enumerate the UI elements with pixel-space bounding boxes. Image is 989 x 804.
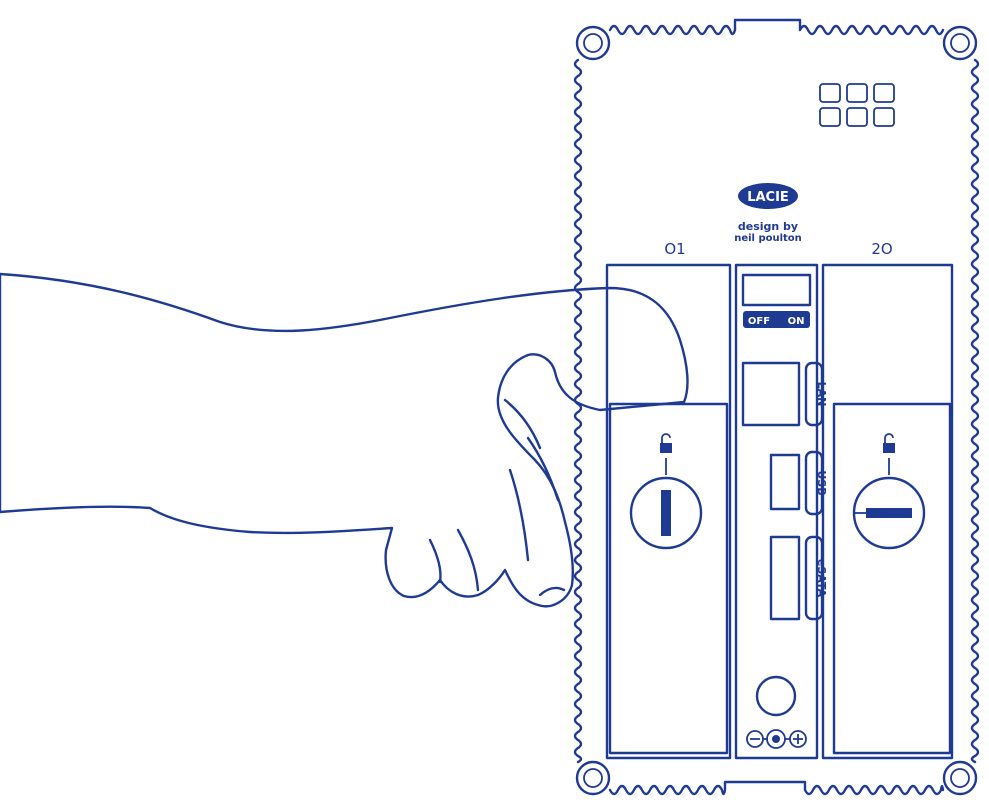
corner-screw-icon	[575, 25, 611, 61]
drive-bay-2[interactable]	[821, 263, 954, 760]
logo-text: LACIE	[747, 190, 789, 205]
esata-label: eSATA	[815, 559, 828, 598]
corner-screw-icon	[575, 760, 611, 796]
dc-jack-icon	[772, 735, 780, 743]
drive-tray-1[interactable]	[608, 402, 729, 755]
lan-port[interactable]: LAN	[741, 361, 828, 427]
switch-on-label: ON	[788, 316, 805, 327]
tagline-line-1: design by	[738, 220, 798, 233]
plus-polarity-icon	[789, 730, 807, 748]
device-enclosure	[573, 18, 980, 796]
corner-screw-icon	[942, 760, 978, 796]
lock-icon	[660, 433, 672, 475]
hand-illustration	[0, 272, 689, 608]
cooling-fins-right	[970, 58, 980, 764]
center-panel: OFF ON LAN USB eSATA	[734, 263, 828, 760]
cooling-fins-left	[573, 58, 583, 764]
dc-power-connector[interactable]	[746, 729, 807, 749]
usb-label: USB	[815, 470, 828, 495]
lock-dial-2[interactable]	[852, 476, 926, 550]
switch-off-label: OFF	[748, 316, 770, 327]
tagline-line-2: neil poulton	[734, 233, 802, 244]
lock-dial-1[interactable]	[629, 476, 703, 550]
lacie-logo: LACIE	[738, 183, 798, 209]
corner-screw-icon	[942, 25, 978, 61]
power-button[interactable]	[755, 675, 797, 717]
cooling-fins-top	[608, 18, 945, 36]
power-switch[interactable]: OFF ON	[741, 273, 812, 328]
bay-1-label: O1	[664, 240, 685, 258]
usb-port[interactable]: USB	[769, 450, 828, 516]
drive-tray-2[interactable]	[832, 402, 952, 755]
drive-bay-1[interactable]	[605, 263, 732, 760]
cooling-fins-bottom	[608, 780, 945, 796]
lock-icon	[883, 433, 895, 475]
led-grid	[819, 83, 895, 127]
lan-label: LAN	[815, 382, 828, 407]
bay-2-label: 2O	[871, 240, 892, 258]
esata-port[interactable]: eSATA	[769, 535, 828, 621]
